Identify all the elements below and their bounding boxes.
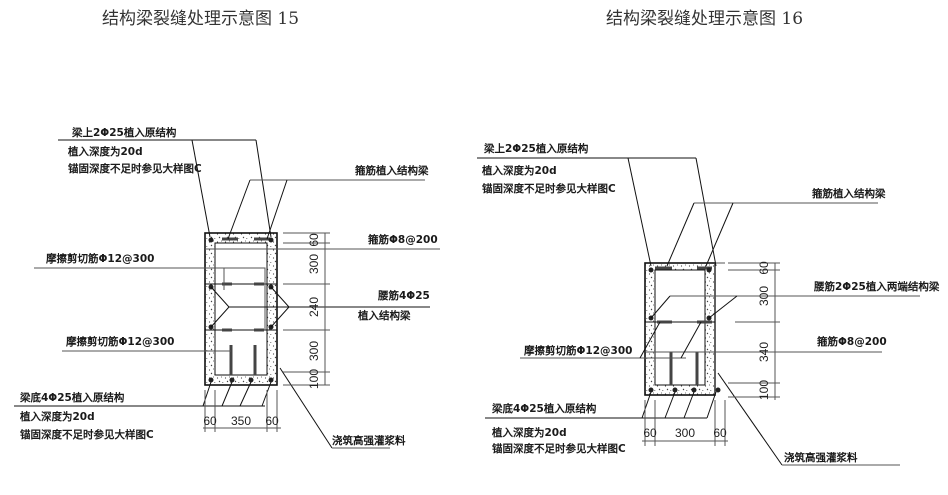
label-stirrup-plant: 箍筋植入结构梁 <box>812 187 886 200</box>
dim-v-4: 300 <box>307 341 321 361</box>
dim-v-4: 100 <box>757 380 771 400</box>
dim-v-3: 240 <box>307 297 321 317</box>
diagram-15: 结构梁裂缝处理示意图 15 <box>14 9 440 449</box>
label-bottom-depth: 植入深度为20d <box>491 426 567 439</box>
vertical-dimensions: 60 300 240 300 100 <box>283 232 330 389</box>
label-shear-upper: 摩擦剪切筋Φ12@300 <box>46 252 154 265</box>
label-top-depth: 植入深度为20d <box>67 145 143 158</box>
dim-h-1: 60 <box>643 426 657 440</box>
label-waist-plant: 植入结构梁 <box>357 309 411 322</box>
label-top-bars: 梁上2Φ25植入原结构 <box>483 142 589 155</box>
diagram-title: 结构梁裂缝处理示意图 16 <box>606 9 803 29</box>
label-bottom-bars: 梁底4Φ25植入原结构 <box>19 391 125 404</box>
beam-section <box>644 262 725 396</box>
diagram-title: 结构梁裂缝处理示意图 15 <box>102 9 299 29</box>
dim-v-3: 340 <box>757 342 771 362</box>
label-grout: 浇筑高强灌浆料 <box>332 434 406 447</box>
dim-h-1: 60 <box>203 414 217 428</box>
beam-section <box>204 232 290 386</box>
label-stirrup-plant: 箍筋植入结构梁 <box>355 164 429 177</box>
label-shear-lower: 摩擦剪切筋Φ12@300 <box>66 335 174 348</box>
label-grout: 浇筑高强灌浆料 <box>784 451 858 464</box>
dim-h-2: 300 <box>675 426 695 440</box>
label-top-depth: 植入深度为20d <box>481 164 557 177</box>
label-bottom-bars: 梁底4Φ25植入原结构 <box>491 402 597 415</box>
dim-v-1: 60 <box>757 261 771 275</box>
vertical-dimensions: 60 300 340 100 <box>728 261 780 400</box>
diagram-16: 结构梁裂缝处理示意图 16 <box>477 9 940 466</box>
label-shear: 摩擦剪切筋Φ12@300 <box>524 344 632 357</box>
dim-v-1: 60 <box>307 233 321 247</box>
label-bottom-depth: 植入深度为20d <box>19 410 95 423</box>
label-top-anchor: 锚固深度不足时参见大样图C <box>482 182 616 195</box>
label-stirrup-spec: 箍筋Φ8@200 <box>817 335 887 348</box>
label-top-anchor: 锚固深度不足时参见大样图C <box>68 162 202 175</box>
label-waist-bars: 腰筋4Φ25 <box>377 289 430 302</box>
horizontal-dimensions: 60 300 60 <box>642 400 728 446</box>
label-top-bars: 梁上2Φ25植入原结构 <box>71 126 177 139</box>
label-bottom-anchor: 锚固深度不足时参见大样图C <box>492 442 626 455</box>
dim-v-2: 300 <box>757 286 771 306</box>
dim-v-2: 300 <box>307 254 321 274</box>
label-stirrup-spec: 箍筋Φ8@200 <box>368 233 438 246</box>
label-bottom-anchor: 锚固深度不足时参见大样图C <box>20 428 154 441</box>
label-waist-bars: 腰筋2Φ25植入两端结构梁 <box>813 280 940 293</box>
dim-h-2: 350 <box>231 414 251 428</box>
horizontal-dimensions: 60 350 60 <box>203 390 281 432</box>
dim-v-5: 100 <box>307 369 321 389</box>
dim-h-3: 60 <box>713 426 727 440</box>
dim-h-3: 60 <box>265 414 279 428</box>
